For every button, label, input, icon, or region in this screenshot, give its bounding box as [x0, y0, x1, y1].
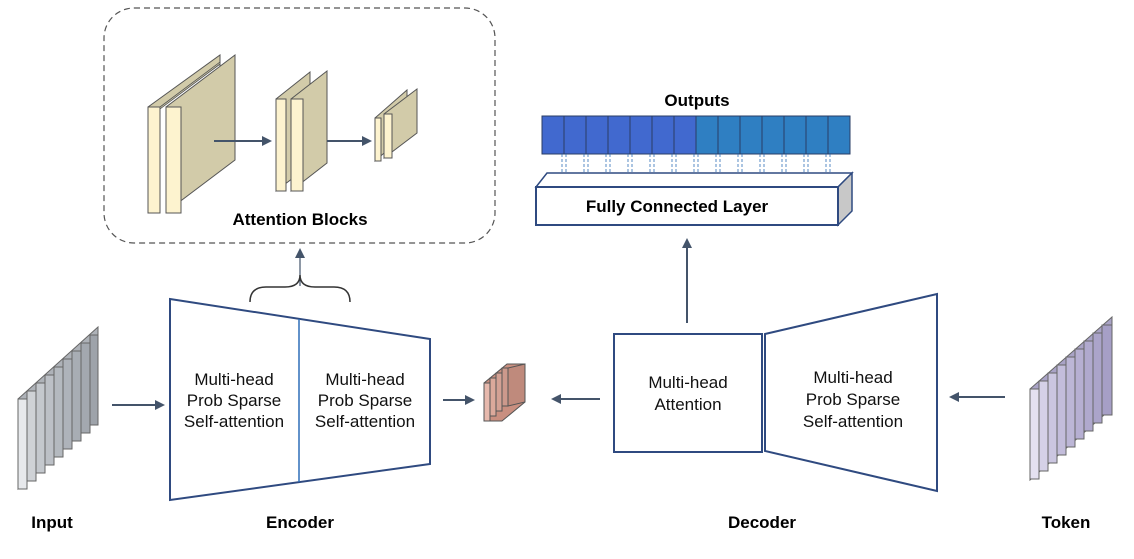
output-cell: [783, 115, 807, 155]
output-cell: [585, 115, 609, 155]
output-cell: [827, 115, 851, 155]
output-cell: [695, 115, 719, 155]
decoder: Multi-head Attention Multi-head Prob Spa…: [613, 292, 938, 493]
encoder-left-line-1: Multi-head: [194, 370, 273, 389]
input-stack: [17, 325, 99, 491]
encoder-right-line-1: Multi-head: [325, 370, 404, 389]
latent-stack: [483, 363, 526, 422]
decoder-attention-line-1: Multi-head: [648, 373, 727, 392]
output-cell: [761, 115, 785, 155]
attention-blocks-panel: Attention Blocks: [103, 7, 496, 244]
token-label: Token: [1042, 513, 1091, 532]
output-cell: [739, 115, 763, 155]
output-cell: [651, 115, 675, 155]
output-dash-connectors: [561, 154, 831, 173]
decoder-attention-line-2: Attention: [654, 395, 721, 414]
output-cell: [563, 115, 587, 155]
output-vector: [541, 115, 851, 155]
attention-block-medium: [275, 69, 328, 193]
output-cell: [541, 115, 565, 155]
encoder-left-block: Multi-head Prob Sparse Self-attention: [184, 370, 284, 431]
encoder-left-line-3: Self-attention: [184, 412, 284, 431]
attention-block-large: [147, 53, 236, 214]
token-stack: [1029, 315, 1113, 482]
encoder-label: Encoder: [266, 513, 334, 532]
decoder-sparse-line-1: Multi-head: [813, 368, 892, 387]
output-cell: [629, 115, 653, 155]
decoder-sparse-block: [764, 292, 938, 493]
fully-connected-layer: Fully Connected Layer: [534, 171, 854, 227]
output-cell: [673, 115, 697, 155]
encoder-right-line-2: Prob Sparse: [318, 391, 413, 410]
decoder-sparse-line-2: Prob Sparse: [806, 390, 901, 409]
encoder-right-block: Multi-head Prob Sparse Self-attention: [315, 370, 415, 431]
output-cell: [717, 115, 741, 155]
output-cell: [805, 115, 829, 155]
encoder: Multi-head Prob Sparse Self-attention Mu…: [169, 297, 431, 502]
decoder-attention-block: [613, 333, 763, 453]
encoder-brace: [249, 274, 351, 303]
fully-connected-label: Fully Connected Layer: [586, 197, 769, 216]
input-label: Input: [31, 513, 73, 532]
attention-blocks-label: Attention Blocks: [232, 210, 367, 229]
token-layers: [1029, 324, 1113, 480]
encoder-right-line-3: Self-attention: [315, 412, 415, 431]
decoder-label: Decoder: [728, 513, 796, 532]
input-layers: [17, 334, 99, 490]
outputs-label: Outputs: [664, 91, 729, 110]
decoder-sparse-line-3: Self-attention: [803, 412, 903, 431]
encoder-left-line-2: Prob Sparse: [187, 391, 282, 410]
output-cell: [607, 115, 631, 155]
attention-block-small: [374, 87, 418, 163]
